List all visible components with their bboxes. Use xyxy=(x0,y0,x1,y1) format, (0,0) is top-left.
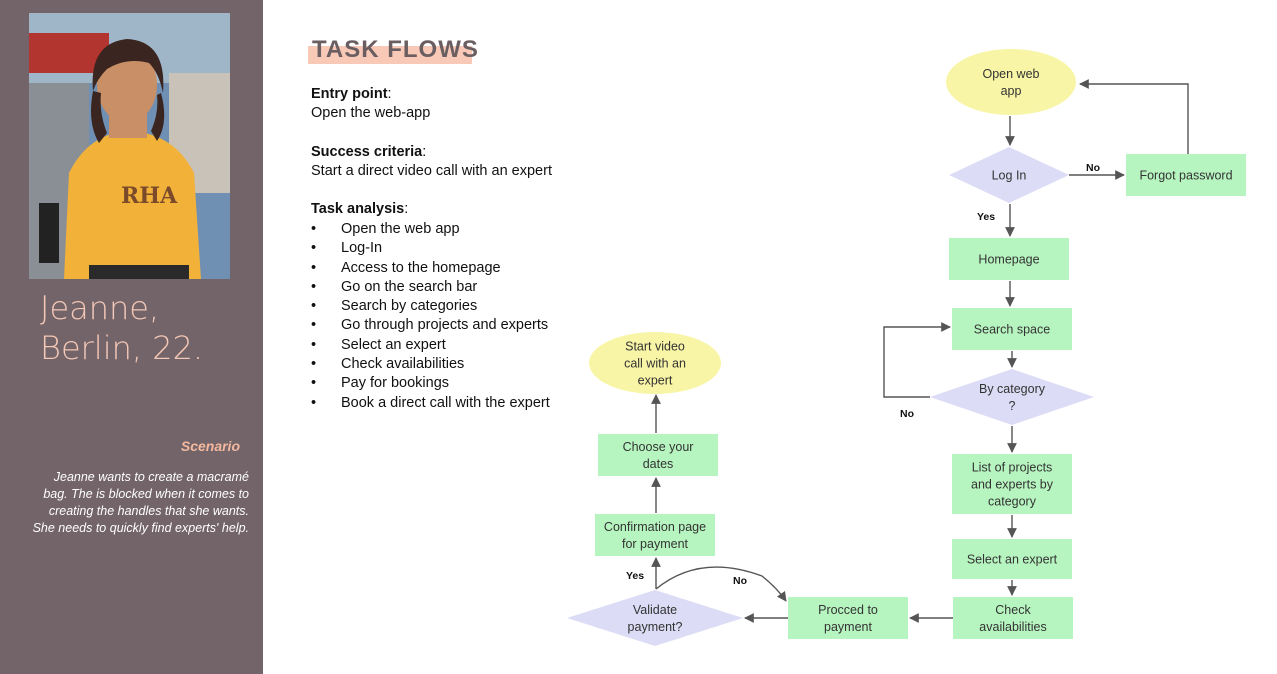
entry-point-section: Entry point: Open the web-app xyxy=(311,86,431,121)
task-item: Book a direct call with the expert xyxy=(311,394,550,414)
flow-node-start: Start video call with an expert xyxy=(589,332,721,394)
node-diamond xyxy=(930,369,1094,425)
node-ellipse xyxy=(946,49,1076,115)
node-label: Start video xyxy=(625,340,685,354)
node-label: Search space xyxy=(974,323,1050,337)
flow-node-validate: Validate payment? xyxy=(567,590,743,646)
scenario-title: Scenario xyxy=(180,438,240,454)
node-ellipse xyxy=(589,332,721,394)
svg-text:RHA: RHA xyxy=(121,183,178,209)
edge-label-validate_yes: Yes xyxy=(626,570,644,582)
edge-label-validate_no: No xyxy=(733,575,747,587)
flow-node-list: List of projects and experts by category xyxy=(952,454,1072,514)
node-label: Validate xyxy=(633,603,677,617)
node-label: for payment xyxy=(622,537,689,551)
node-label: Confirmation page xyxy=(604,520,706,534)
node-diamond xyxy=(567,590,743,646)
success-criteria-label: Success criteria xyxy=(311,144,423,160)
flow-node-bycat: By category? xyxy=(930,369,1094,425)
page-title-wrap: TASK FLOWS xyxy=(308,36,479,64)
flow-edge-validate-to-proceed xyxy=(655,566,787,602)
node-label: Check xyxy=(995,603,1031,617)
node-label: Open web xyxy=(983,67,1040,81)
entry-point-text: Open the web-app xyxy=(311,105,431,121)
persona-photo: RHA xyxy=(29,13,230,279)
flow-edges xyxy=(651,79,1189,623)
success-criteria-text: Start a direct video call with an expert xyxy=(311,163,552,179)
node-label: dates xyxy=(643,457,674,471)
node-label: availabilities xyxy=(979,620,1046,634)
persona-photo-illustration: RHA xyxy=(29,13,230,279)
task-item: Search by categories xyxy=(311,297,550,317)
task-analysis-list: Open the web app Log-In Access to the ho… xyxy=(311,220,550,413)
node-diamond xyxy=(949,147,1069,203)
flow-node-open: Open web app xyxy=(946,49,1076,115)
title-highlight xyxy=(308,46,472,64)
task-analysis-section: Task analysis: xyxy=(311,201,409,217)
node-label: payment? xyxy=(628,620,683,634)
task-item: Access to the homepage xyxy=(311,259,550,279)
node-label: Forgot password xyxy=(1139,169,1232,183)
edge-label-bycat_no: No xyxy=(900,408,914,420)
task-item: Pay for bookings xyxy=(311,374,550,394)
node-label: ? xyxy=(1009,399,1016,413)
node-label: Procced to xyxy=(818,603,878,617)
entry-point-label: Entry point xyxy=(311,86,388,102)
edge-label-login_no: No xyxy=(1086,162,1100,174)
node-label: List of projects xyxy=(972,461,1053,475)
task-item: Check availabilities xyxy=(311,355,550,375)
node-label: Choose your xyxy=(623,440,694,454)
node-box xyxy=(595,514,715,556)
flow-edge-bycat-to-search xyxy=(883,322,951,398)
flow-node-select: Select an expert xyxy=(952,539,1072,579)
node-label: By category xyxy=(979,382,1046,396)
flow-node-dates: Choose your dates xyxy=(598,434,718,476)
node-label: Log In xyxy=(992,169,1027,183)
page-title: TASK FLOWS xyxy=(312,36,479,63)
task-analysis-label: Task analysis xyxy=(311,201,405,217)
flow-node-home: Homepage xyxy=(949,238,1069,280)
flow-node-search: Search space xyxy=(952,308,1072,350)
node-label: Select an expert xyxy=(967,553,1058,567)
node-label: Homepage xyxy=(978,253,1039,267)
task-item: Go on the search bar xyxy=(311,278,550,298)
flow-node-proceed: Procced to payment xyxy=(788,597,908,639)
node-label: and experts by xyxy=(971,478,1054,492)
task-item: Open the web app xyxy=(311,220,550,240)
node-label: category xyxy=(988,495,1037,509)
node-label: payment xyxy=(824,620,872,634)
flow-node-check: Check availabilities xyxy=(953,597,1073,639)
node-box xyxy=(788,597,908,639)
task-item: Go through projects and experts xyxy=(311,316,550,336)
edge-label-login_yes: Yes xyxy=(977,211,995,223)
flow-edge-forgot-to-open xyxy=(1079,79,1189,154)
node-box xyxy=(952,308,1072,350)
node-label: call with an xyxy=(624,357,686,371)
node-label: app xyxy=(1001,84,1022,98)
flow-node-login: Log In xyxy=(949,147,1069,203)
node-box xyxy=(1126,154,1246,196)
node-box xyxy=(952,539,1072,579)
task-item: Log-In xyxy=(311,239,550,259)
persona-panel: RHA Jeanne, Berlin, 22. Scenario Jeanne … xyxy=(0,0,263,674)
success-criteria-section: Success criteria: Start a direct video c… xyxy=(311,144,552,179)
node-label: expert xyxy=(638,374,673,388)
persona-name: Jeanne, Berlin, 22. xyxy=(40,289,204,367)
scenario-text: Jeanne wants to create a macramé bag. Th… xyxy=(32,470,249,535)
node-box xyxy=(598,434,718,476)
task-item: Select an expert xyxy=(311,336,550,356)
flow-node-confirm: Confirmation page for payment xyxy=(595,514,715,556)
node-box xyxy=(949,238,1069,280)
flow-node-forgot: Forgot password xyxy=(1126,154,1246,196)
node-box xyxy=(953,597,1073,639)
node-box xyxy=(952,454,1072,514)
